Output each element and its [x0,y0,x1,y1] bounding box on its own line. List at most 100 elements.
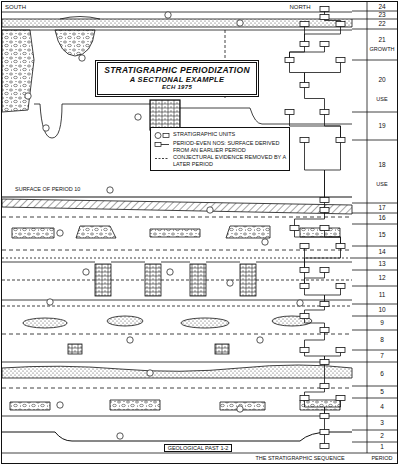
legend-text: STRATIGRAPHIC UNITS [173,131,235,138]
period-label: 4 [379,404,385,411]
period-label: 24 [377,4,386,11]
unit-box [320,328,329,333]
legend-swatch [154,132,170,139]
period-label: 14 [377,249,386,256]
title-box: STRATIGRAPHIC PERIODIZATIONA SECTIONAL E… [95,60,259,97]
unit-circle [47,299,53,305]
unit-circle [237,406,243,412]
unit-box [300,396,309,401]
unit-box [300,348,309,353]
unit-box [300,284,309,289]
unit-circle [107,187,113,193]
direction-label: NORTH [288,4,311,10]
unit-box [300,244,309,249]
legend-text: PERIOD-EVEN NOS: SURFACE DERIVED FROM AN… [173,140,286,153]
note-label: SURFACE OF PERIOD 10 [14,187,81,193]
direction-label: SOUTH [4,4,27,10]
period-label: USE [375,97,388,103]
unit-box [336,244,345,249]
unit-box [320,302,329,307]
period-label: 11 [378,292,387,299]
period-label: 18 [377,162,386,169]
unit-circle [147,370,153,376]
period-label: 8 [379,337,385,344]
sequence-line [304,246,305,270]
period-label: 13 [377,261,386,268]
unit-box [300,268,309,273]
legend-swatch [154,141,170,148]
node-text: A SECTIONAL EXAMPLE [104,76,250,85]
sequence-line [305,24,341,44]
unit-box [300,138,309,143]
period-label: 5 [379,389,385,396]
unit-box [336,138,345,143]
period-label: 3 [379,420,385,427]
unit-circle [57,402,63,408]
unit-box [300,42,309,47]
unit-box [320,110,329,115]
period-label: 9 [379,320,385,327]
node-title: GEOLOGICAL PAST 1-2 [168,445,229,451]
unit-circle [297,300,303,306]
unit-box [320,414,329,419]
unit-circle [165,12,171,18]
period-label: 19 [377,123,386,130]
period-label: 22 [377,21,386,28]
period-label: GROWTH [368,47,395,53]
unit-box [320,15,329,20]
period-label: 21 [377,37,386,44]
unit-circle [262,239,268,245]
legend-text: CONJECTURAL EVIDENCE REMOVED BY A LATER … [173,154,286,167]
note-label: PERIOD [370,456,393,462]
unit-box [320,226,329,231]
unit-box [300,22,309,27]
unit-box [320,268,329,273]
unit-circle [57,230,63,236]
sequence-line [325,140,341,200]
period-label: 10 [377,307,386,314]
sequence-line [290,60,305,85]
unit-box [320,198,329,203]
unit-box [336,396,345,401]
unit-box [336,284,345,289]
unit-box [290,226,299,231]
unit-box [320,208,329,213]
period-label: 17 [377,205,386,212]
unit-box [285,58,294,63]
period-label: 1 [379,444,385,451]
unit-circle [257,337,263,343]
period-label: 2 [379,433,385,440]
period-label: 6 [379,371,385,378]
unit-box [300,83,309,88]
unit-circle [83,269,89,275]
unit-circle [25,93,31,99]
node-title: STRATIGRAPHIC PERIODIZATION [104,66,250,76]
period-label: USE [375,182,388,188]
unit-box [336,348,345,353]
sequence-line [305,85,325,112]
unit-box [300,314,309,319]
period-label: 15 [377,232,386,239]
unit-box [336,22,345,27]
geological-box: GEOLOGICAL PAST 1-2 [164,444,233,452]
unit-circle [135,114,141,120]
period-label: 12 [377,275,386,282]
period-label: 20 [377,77,386,84]
unit-circle [237,20,243,26]
sequence-line [305,60,341,85]
unit-box [320,360,329,365]
unit-circle [167,269,173,275]
unit-circle [227,280,233,286]
unit-box [320,7,329,12]
unit-box [320,384,329,389]
legend-box: STRATIGRAPHIC UNITS PERIOD-EVEN NOS: SURF… [150,127,290,171]
unit-box [336,58,345,63]
unit-box [320,444,329,449]
period-label: 23 [377,12,386,19]
sequence-line [304,24,305,44]
sequence-line [290,112,341,140]
unit-circle [207,207,213,213]
unit-box [320,430,329,435]
unit-circle [79,55,85,61]
period-label: 7 [379,353,385,360]
